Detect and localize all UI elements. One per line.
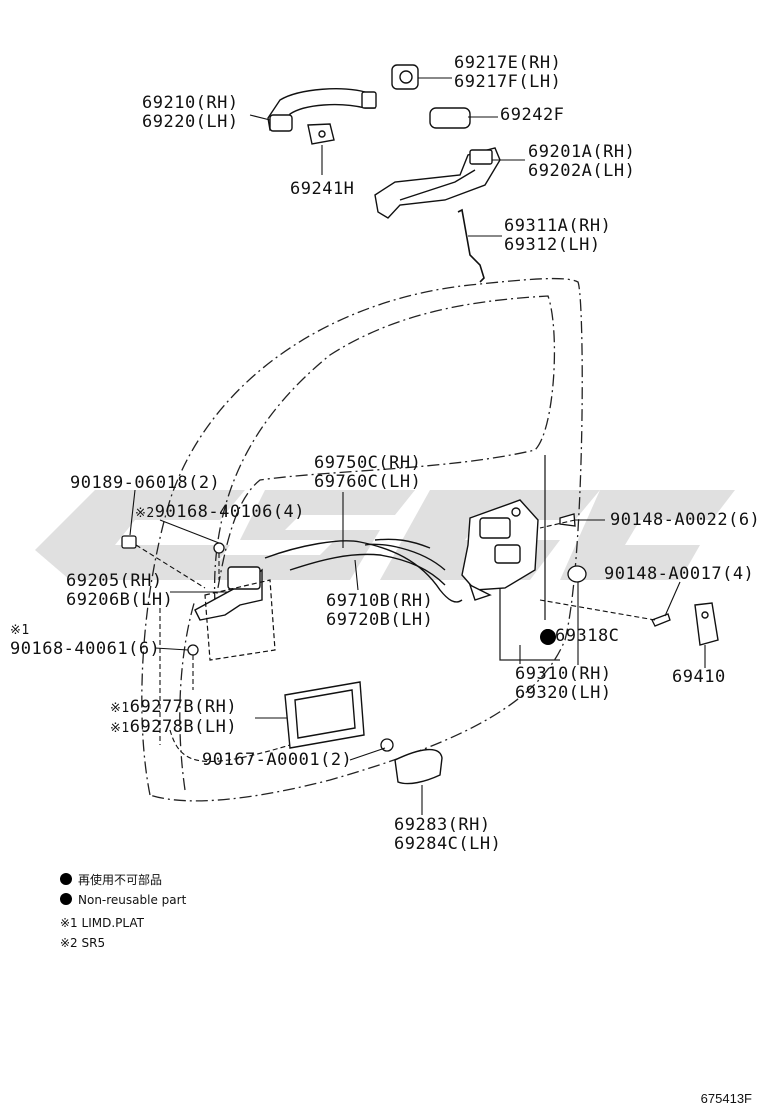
part-label-90148-A0017: 90148-A0017(4) — [604, 564, 755, 584]
lock-cables-icon — [264, 538, 463, 603]
part-label-90148-A0022: 90148-A0022(6) — [610, 510, 760, 530]
grommet-icon — [567, 565, 587, 583]
part-label-69210: 69210(RH)69220(LH) — [142, 93, 239, 132]
part-label-69710: 69710B(RH)69720B(LH) — [326, 591, 434, 630]
door-lock-icon — [461, 499, 539, 601]
part-label-69241: 69241H — [290, 179, 355, 199]
screw-icon — [187, 644, 199, 656]
legend-non-reusable-jp: 再使用不可部品 — [60, 873, 162, 887]
handle-cover-bottom-icon — [394, 748, 443, 785]
non-reusable-dot-icon — [60, 893, 72, 905]
door-frame-lines — [499, 455, 560, 661]
part-label-69310: 69310(RH)69320(LH) — [515, 664, 612, 703]
part-label-69410: 69410 — [672, 667, 726, 687]
part-label-69750: 69750C(RH)69760C(LH) — [314, 453, 422, 492]
part-label-90167: 90167-A0001(2) — [202, 750, 353, 770]
part-label-69201: 69201A(RH)69202A(LH) — [528, 142, 636, 181]
leader-lines-dashed — [135, 519, 656, 762]
handle-frame-icon — [374, 147, 501, 219]
handle-pad-small-icon — [307, 123, 335, 145]
legend-mark-1: ※1 LIMD.PLAT — [60, 916, 144, 930]
inside-handle-icon — [194, 566, 263, 621]
door-striker-icon — [694, 602, 719, 646]
part-label-69242: 69242F — [500, 105, 565, 125]
clip-icon — [121, 535, 137, 549]
handle-bezel-icon — [284, 681, 365, 749]
leader-lines — [129, 77, 706, 815]
handle-bezel-dashed — [204, 579, 276, 661]
outside-handle-icon — [267, 88, 377, 132]
legend-mark-2: ※2 SR5 — [60, 936, 106, 950]
bolt-icon — [651, 613, 671, 627]
handle-cover-icon — [391, 64, 419, 90]
legend-non-reusable-en: Non-reusable part — [60, 893, 186, 907]
part-label-69205: 69205(RH)69206B(LH) — [66, 571, 174, 610]
document-id: 675413F — [700, 1091, 752, 1106]
part-label-69318: 69318C — [541, 627, 619, 646]
part-label-90168-40106: ※290168-40106(4) — [135, 502, 306, 522]
part-label-69283: 69283(RH)69284C(LH) — [394, 815, 502, 854]
part-label-69217: 69217E(RH)69217F(LH) — [454, 53, 562, 92]
part-label-69311: 69311A(RH)69312(LH) — [504, 216, 612, 255]
door-outline — [141, 277, 583, 802]
non-reusable-dot-icon — [541, 629, 554, 642]
handle-pad-icon — [429, 107, 471, 129]
door-rod-icon — [457, 208, 485, 283]
part-label-69277: ※169277B(RH)※169278B(LH) — [110, 697, 238, 737]
screw-icon — [213, 542, 225, 554]
part-label-90189: 90189-06018(2) — [70, 473, 221, 493]
non-reusable-dot-icon — [60, 873, 72, 885]
